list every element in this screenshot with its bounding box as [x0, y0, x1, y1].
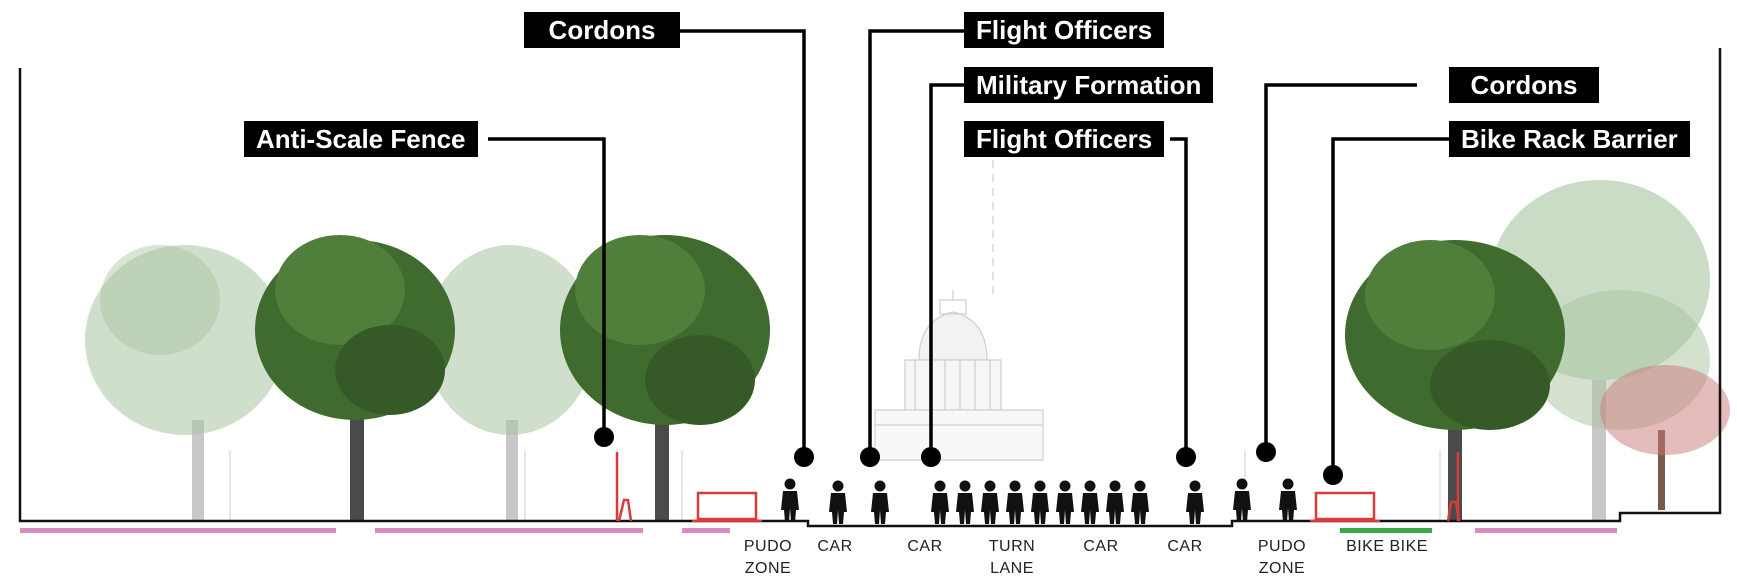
capitol-building [874, 160, 1044, 461]
formation-person [1131, 480, 1149, 524]
anti-scale-fence [615, 452, 633, 522]
bike-rack-barrier-left [692, 491, 762, 523]
formation-person [931, 480, 949, 524]
leader-bike-rack-barrier [1331, 137, 1450, 475]
tree-dark-2 [560, 235, 770, 520]
leader-cordons-right [1264, 83, 1417, 452]
tree-faded-1 [85, 245, 285, 520]
callout-bike-rack-barrier: Bike Rack Barrier [1449, 121, 1690, 157]
officer-cordon-right-1 [1233, 478, 1251, 522]
ground-line [18, 48, 1722, 528]
bike-lane-band [1340, 528, 1432, 533]
anti-scale-fence-right [1446, 452, 1461, 522]
callout-cordons-left: Cordons [524, 12, 680, 48]
tree-red [1600, 365, 1730, 510]
callout-dots [594, 427, 1343, 485]
leader-flight-officers-top [868, 29, 968, 457]
sidewalk-bands [20, 528, 1617, 533]
lane-label-car-1: CAR [817, 538, 853, 555]
lane-label-car-3: CAR [1083, 538, 1119, 555]
leader-cordons-left [680, 29, 806, 457]
formation-person [956, 480, 974, 524]
formation-person [1106, 480, 1124, 524]
officer-car-1 [829, 480, 847, 524]
officer-cordon-left [781, 478, 799, 522]
formation-person [1056, 480, 1074, 524]
lane-label-turn-lane: TURN LANE [988, 538, 1036, 577]
callout-cordons-right: Cordons [1449, 67, 1599, 103]
callout-flight-officers-mid: Flight Officers [964, 121, 1165, 157]
lane-label-car-4: CAR [1167, 538, 1203, 555]
bike-rack-barrier [1310, 491, 1380, 523]
leader-flight-officers-mid [1170, 137, 1188, 457]
callout-flight-officers-top: Flight Officers [964, 12, 1165, 48]
lane-label-pudo-right: PUDO ZONE [1257, 538, 1307, 577]
tree-dark-1 [255, 235, 455, 520]
leader-anti-scale-fence [488, 137, 606, 437]
flight-officer-mid [1186, 480, 1204, 524]
leader-military-formation [929, 83, 968, 457]
formation-person [1006, 480, 1024, 524]
lane-label-bike: BIKE BIKE [1346, 538, 1428, 555]
officer-cordon-right-2 [1279, 478, 1297, 522]
people [781, 478, 1297, 524]
formation-person [981, 480, 999, 524]
tree-dark-3 [1345, 240, 1565, 520]
lane-label-pudo-left: PUDO ZONE [743, 538, 793, 577]
tree-faded-2 [425, 245, 595, 520]
formation-person [1081, 480, 1099, 524]
formation-person [1031, 480, 1049, 524]
lane-label-car-2: CAR [907, 538, 943, 555]
callout-military-formation: Military Formation [964, 67, 1214, 103]
officer-car-2 [871, 480, 889, 524]
callout-leaders [488, 29, 1450, 475]
callout-anti-scale-fence: Anti-Scale Fence [244, 121, 478, 157]
